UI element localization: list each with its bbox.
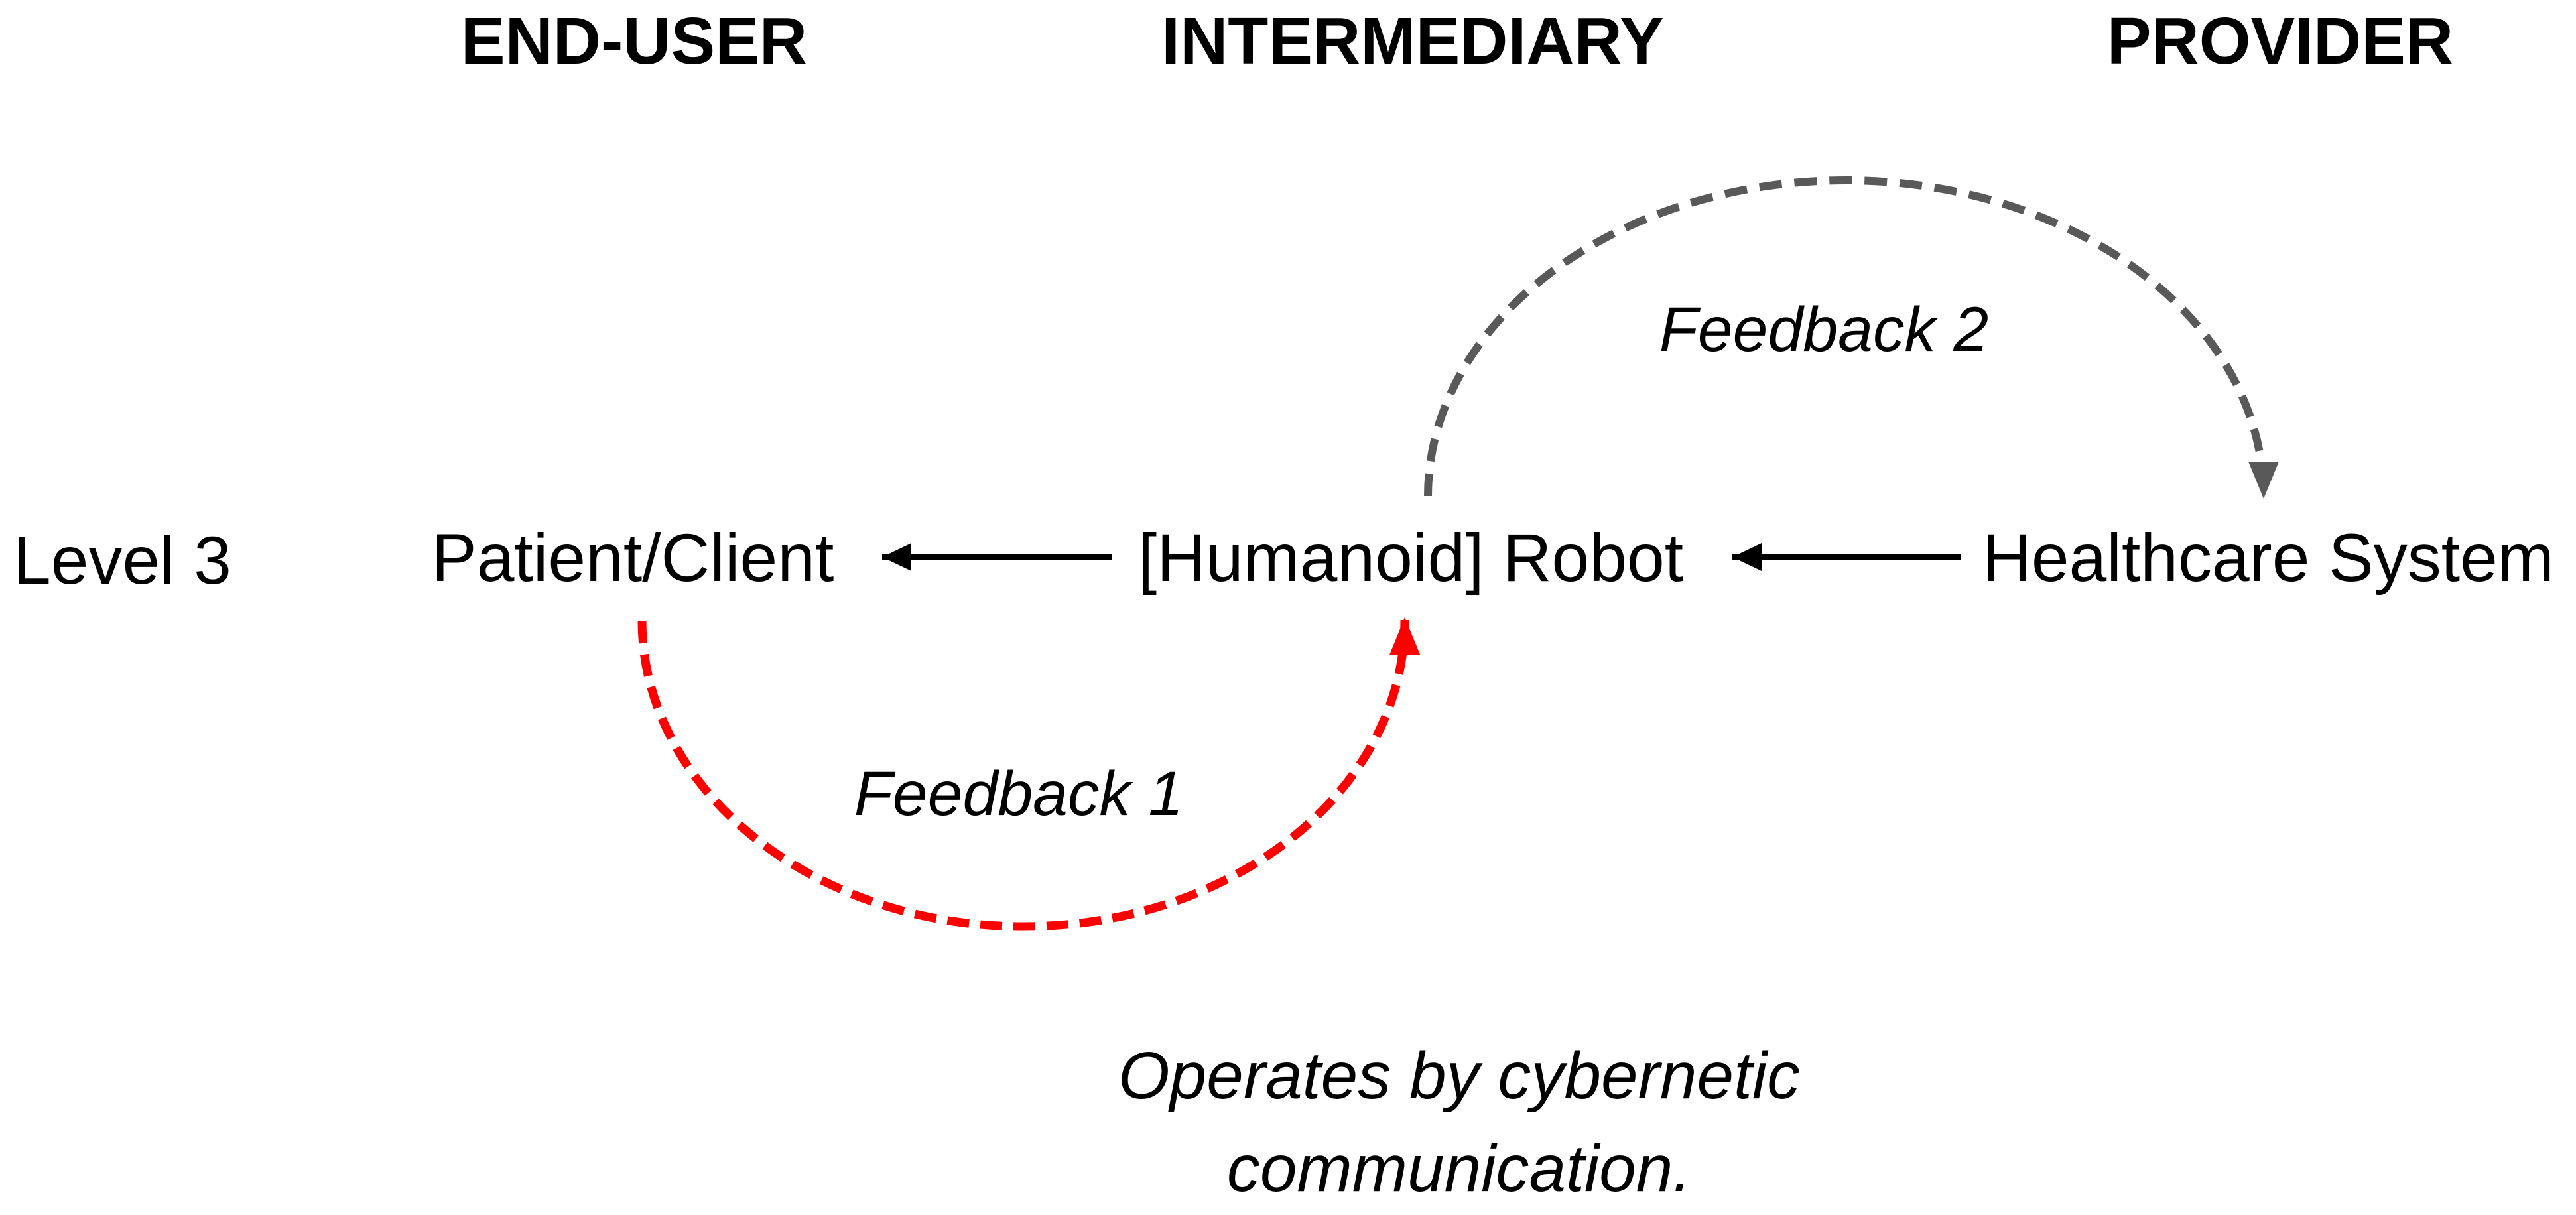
caption-line-2: communication. (1226, 1131, 1692, 1206)
column-header-end-user: END-USER (460, 4, 808, 78)
node-healthcare-system: Healthcare System (1982, 520, 2554, 596)
feedback2-label: Feedback 2 (1659, 294, 1989, 365)
feedback1-arc (637, 617, 1421, 931)
level-row-label: Level 3 (13, 523, 231, 598)
column-header-provider: PROVIDER (2106, 4, 2454, 78)
caption: Operates by cybernetic communication. (1118, 1029, 1800, 1215)
feedback2-arc (1424, 176, 2279, 499)
caption-line-1: Operates by cybernetic (1118, 1039, 1801, 1113)
column-header-intermediary: INTERMEDIARY (1161, 4, 1664, 78)
node-humanoid-robot: [Humanoid] Robot (1137, 520, 1684, 596)
node-patient-client: Patient/Client (431, 520, 834, 596)
feedback1-label: Feedback 1 (854, 759, 1184, 829)
